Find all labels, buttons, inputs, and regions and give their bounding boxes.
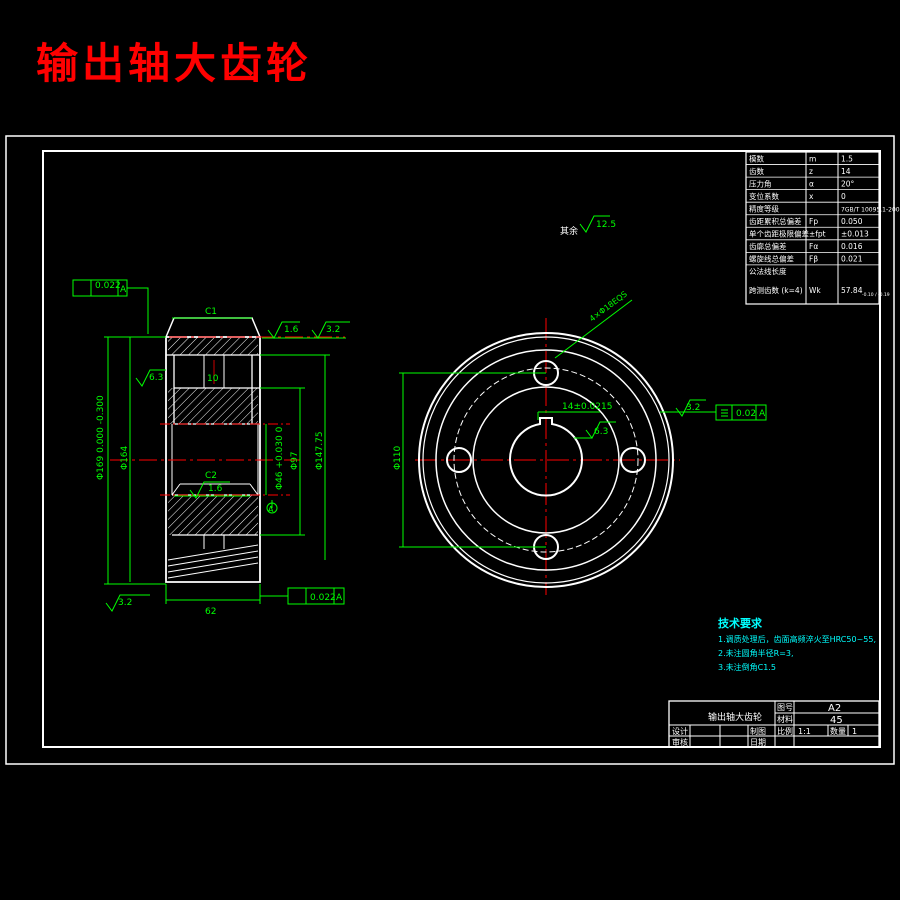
bolt-hole-right [620, 447, 646, 473]
table-cell-param: 压力角 [749, 178, 772, 188]
table-cell-param: 齿数 [749, 166, 764, 176]
table-cell-param: 变位系数 [749, 191, 779, 201]
table-cell-param: 齿距累积总偏差 [749, 216, 802, 226]
label-drawing-no: 图号 [777, 703, 793, 712]
gdt-top-value: 0.022 [95, 281, 121, 291]
label-drawn: 制图 [750, 726, 766, 736]
chamfer-c2: C2 [205, 471, 217, 481]
outer-frame [5, 135, 895, 765]
table-cell-symbol: Wk [809, 286, 821, 295]
gdt-bottom-datum: A [336, 593, 343, 603]
table-cell-param: 齿廓总偏差 [749, 241, 787, 251]
table-wk-tolerance: -0.10 / -0.19 [862, 292, 890, 298]
tech-req-item-2: 2.未注圆角半径R=3, [718, 648, 794, 658]
table-cell-symbol: Fp [809, 217, 818, 226]
table-cell-symbol: Fα [809, 242, 818, 251]
dim-keyway: 10 [207, 374, 219, 384]
tech-req-title: 技术要求 [718, 616, 763, 630]
dim-width: 62 [205, 607, 216, 617]
chamfer-c1: C1 [205, 307, 217, 317]
table-cell-value: 0.050 [841, 217, 863, 226]
front-rough-63: 6.3 [594, 427, 608, 437]
hatch-top-rim [168, 337, 258, 355]
rough-32b: 3.2 [118, 598, 132, 608]
outer-circle [418, 332, 674, 588]
table-cell-symbol: Fβ [809, 255, 818, 264]
inner-frame [42, 150, 881, 748]
table-cell-value: 14 [841, 167, 851, 176]
front-rough-32: 3.2 [686, 403, 700, 413]
table-cell-value: 0.021 [841, 255, 863, 264]
gdt-top-datum: A [120, 285, 127, 295]
material: 45 [830, 715, 843, 726]
table-cell-symbol: x [809, 192, 814, 201]
table-cell-symbol: α [809, 179, 814, 188]
front-gdt-value: 0.02 [736, 409, 756, 419]
bore-keyway [509, 417, 583, 497]
table-cell-symbol: ±fpt [809, 230, 826, 239]
label-date: 日期 [750, 738, 766, 747]
title-block [668, 700, 880, 748]
tech-req-item-3: 3.未注倒角C1.5 [718, 662, 776, 672]
table-cell-value: 7GB/T 10095.1-2008 [841, 206, 900, 213]
table-cell-symbol: z [809, 167, 813, 176]
table-cell-param: 螺旋线总偏差 [749, 254, 794, 264]
dim-keyway-depth: 14±0.0215 [562, 402, 612, 412]
tech-requirements: 技术要求 1.调质处理后，齿面高频淬火至HRC50~55, 2.未注圆角半径R=… [718, 616, 876, 672]
label-check: 审核 [672, 737, 688, 747]
table-cell-param: 单个齿距极限偏差 [749, 229, 809, 239]
dim-hub: Φ97 [290, 451, 300, 470]
gear-parameter-table: 模数 m 1.5 齿数 z 14 压力角 α 20° 变位系数 x 0 精度等级 7GB/T 10095.… [745, 151, 900, 305]
rough-32a: 3.2 [326, 325, 340, 335]
dim-pcd: Φ147.75 [315, 431, 325, 470]
table-cell-param: 精度等级 [749, 203, 779, 213]
table-cell-value: 0.016 [841, 242, 863, 251]
label-quantity: 数量 [830, 726, 846, 736]
gdt-bottom-value: 0.022 [310, 593, 336, 603]
table-cell-value: 20° [841, 179, 855, 188]
label-scale: 比例 [777, 726, 793, 736]
tech-req-item-1: 1.调质处理后，齿面高频淬火至HRC50~55, [718, 634, 876, 644]
rough-63: 6.3 [149, 373, 163, 383]
rough-16b: 1.6 [208, 484, 223, 494]
front-view: Φ110 14±0.0215 4×Φ18EQS 12.5 3.2 6.3 0.0… [393, 215, 767, 595]
table-cell-value: 57.84 [841, 286, 863, 295]
hatch-lower-web [168, 495, 258, 535]
front-gdt-datum: A [759, 409, 766, 419]
datum-a: A [268, 505, 274, 514]
hatch-upper-web [168, 388, 258, 424]
rough-16a: 1.6 [284, 325, 299, 335]
page-title: 输出轴大齿轮 [36, 39, 313, 88]
quantity: 1 [852, 727, 857, 736]
rest-roughness-label: 其余 [560, 225, 578, 237]
table-cell-param: 跨测齿数 (k=4) [749, 285, 803, 295]
hub-circle [472, 386, 620, 534]
title-block-part-name: 输出轴大齿轮 [708, 711, 762, 723]
dim-bore: Φ46 +0.030 0 [275, 426, 285, 490]
table-cell-symbol: m [809, 154, 816, 163]
label-material: 材料 [777, 714, 793, 724]
dim-holes-dia: Φ110 [393, 445, 403, 470]
table-cell-param: 公法线长度 [749, 266, 787, 276]
table-cell-param: 模数 [749, 153, 764, 163]
table-cell-value: 0 [841, 192, 846, 201]
bolt-hole-left [446, 447, 472, 473]
section-view: 0.022 A 0.022 A C1 C2 62 10 1.6 3.2 6.3 … [72, 279, 350, 617]
dim-od2: Φ164 [120, 445, 130, 470]
table-cell-value: 1.5 [841, 154, 853, 163]
dim-od: Φ169 0.000 -0.300 [96, 395, 106, 480]
rest-roughness-value: 12.5 [596, 220, 616, 230]
label-design: 设计 [672, 726, 688, 736]
scale: 1:1 [798, 727, 811, 736]
drawing-no: A2 [828, 703, 841, 714]
table-cell-value: ±0.013 [841, 230, 869, 239]
